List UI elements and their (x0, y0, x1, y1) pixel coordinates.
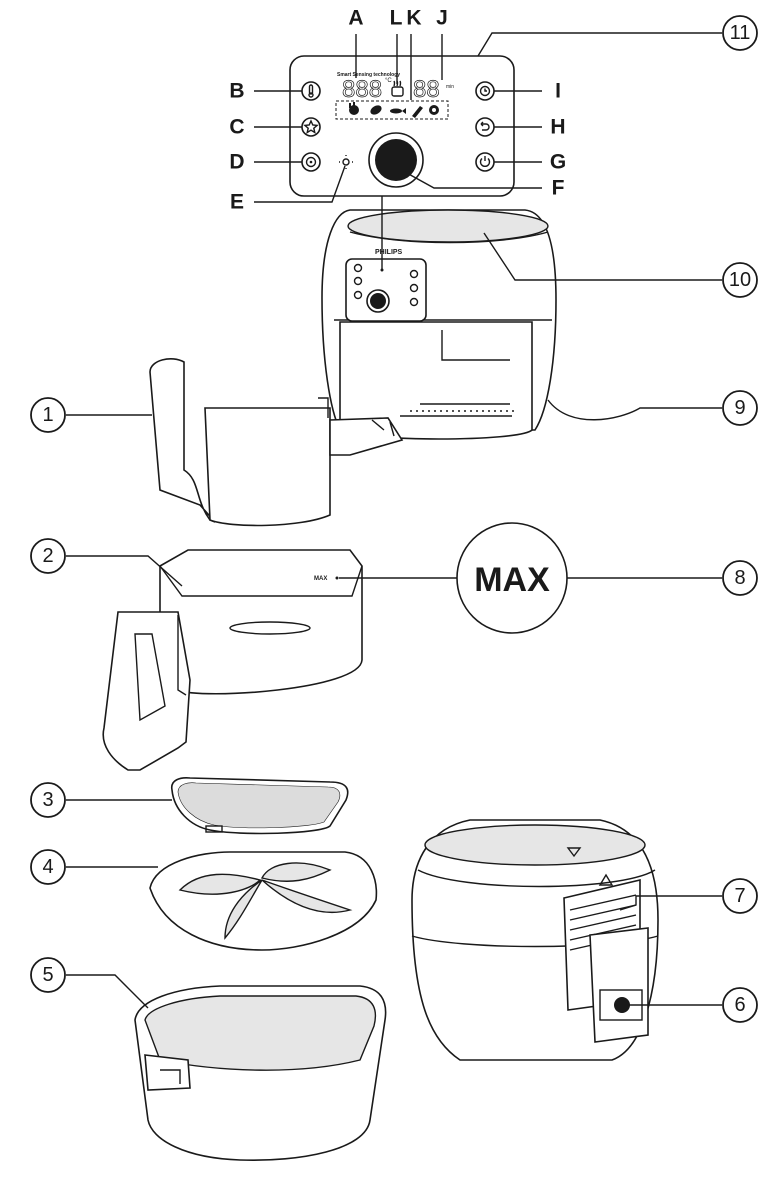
time-digits: 88 (413, 76, 440, 103)
airfryer-main-unit: PHILIPS (321, 196, 722, 440)
svg-text:3: 3 (42, 789, 53, 811)
control-knob[interactable] (368, 132, 424, 188)
svg-text:8: 8 (734, 567, 745, 589)
callout-5: 5 (30, 957, 66, 993)
time-unit: min (446, 84, 454, 90)
svg-text:2: 2 (42, 545, 53, 567)
label-a: A (348, 7, 363, 30)
svg-text:11: 11 (730, 22, 751, 44)
letter-leaders (254, 32, 722, 203)
callout-10: 10 (722, 262, 758, 298)
meat-preset-icon[interactable] (412, 106, 423, 118)
label-b: B (229, 80, 244, 103)
svg-text:9: 9 (734, 397, 745, 419)
callout-11: 11 (722, 15, 758, 51)
heating-indicator (339, 155, 353, 169)
callout-8: 8 (722, 560, 758, 596)
temperature-display: 888 °C (342, 76, 393, 104)
label-l: L (390, 7, 403, 30)
airfryer-rear-view (411, 819, 722, 1061)
preset-button[interactable] (301, 152, 321, 172)
svg-text:5: 5 (42, 964, 53, 986)
favourite-button[interactable] (301, 117, 321, 137)
callout-4: 4 (30, 849, 66, 885)
mesh-insert (66, 777, 349, 835)
drawer (66, 358, 404, 527)
time-display: 88 min (413, 76, 455, 104)
timer-button[interactable] (475, 81, 495, 101)
label-c: C (229, 116, 244, 139)
callout-9: 9 (722, 390, 758, 426)
max-label: MAX (474, 561, 550, 599)
temperature-button[interactable] (301, 81, 321, 101)
label-g: G (550, 151, 566, 174)
fan-insert (66, 851, 378, 951)
label-k: K (406, 7, 421, 30)
callout-3: 3 (30, 782, 66, 818)
control-panel: Smart Sensing technology 888 °C 88 min (289, 55, 515, 197)
svg-text:7: 7 (734, 885, 745, 907)
svg-text:1: 1 (42, 404, 53, 426)
svg-text:4: 4 (42, 856, 53, 878)
temperature-unit: °C (385, 78, 392, 84)
temperature-digits: 888 (342, 76, 382, 103)
preset-icons-box (335, 100, 449, 120)
cake-preset-icon[interactable] (429, 105, 439, 115)
back-button[interactable] (475, 117, 495, 137)
number-callouts: 1 2 3 4 5 6 7 8 9 10 11 (30, 15, 758, 1023)
callout-7: 7 (722, 878, 758, 914)
label-d: D (229, 151, 244, 174)
label-j: J (436, 7, 448, 30)
label-f: F (552, 177, 565, 200)
label-e: E (230, 191, 244, 214)
panel-caption: Smart Sensing technology (337, 72, 400, 78)
drumstick-preset-icon[interactable] (369, 104, 383, 117)
callout-6: 6 (722, 987, 758, 1023)
basket: MAX MAX (66, 522, 722, 771)
callout-1: 1 (30, 397, 66, 433)
svg-text:10: 10 (729, 269, 751, 291)
label-h: H (550, 116, 565, 139)
power-button[interactable] (475, 152, 495, 172)
inner-pan (66, 974, 387, 1162)
svg-text:6: 6 (734, 994, 745, 1016)
callout-2: 2 (30, 538, 66, 574)
brand-label: PHILIPS (375, 249, 403, 256)
fries-preset-icon[interactable] (349, 102, 359, 115)
fish-preset-icon[interactable] (390, 108, 406, 114)
letter-labels: A B C D E F G H I J K L (229, 7, 566, 214)
basket-max-mark: MAX (314, 576, 327, 582)
label-i: I (555, 80, 561, 103)
